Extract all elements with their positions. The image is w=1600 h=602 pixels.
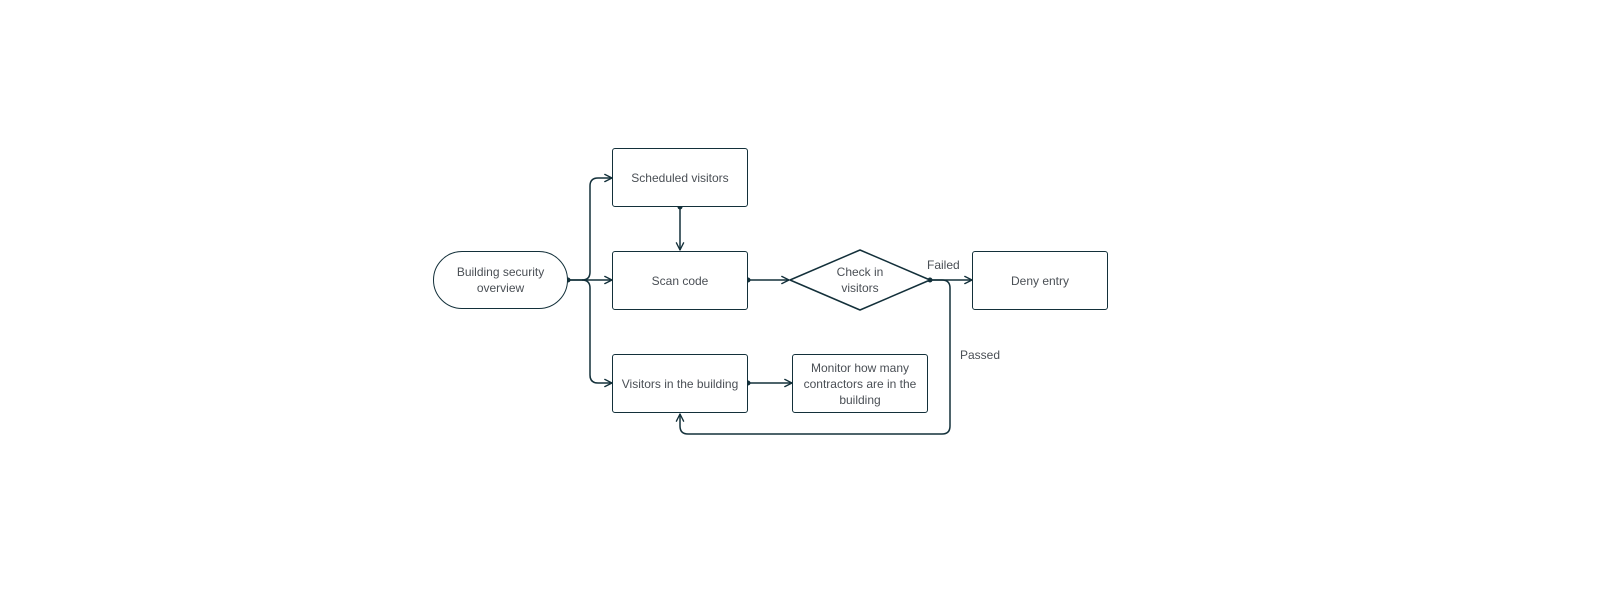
- node-check-in-visitors[interactable]: Check in visitors: [818, 264, 902, 296]
- node-visitors-in-building-label: Visitors in the building: [621, 376, 739, 391]
- check-in-decision-shape: [789, 249, 931, 311]
- node-deny-entry[interactable]: Deny entry: [972, 251, 1108, 310]
- node-building-security-overview-label: Building security overview: [456, 265, 545, 295]
- edge-label-failed: Failed: [927, 258, 960, 272]
- edge-label-passed: Passed: [960, 348, 1001, 362]
- node-scan-code[interactable]: Scan code: [612, 251, 748, 310]
- node-building-security-overview[interactable]: Building security overview: [433, 251, 568, 309]
- edge-check-to-visitors: [675, 279, 951, 435]
- node-monitor-contractors[interactable]: Monitor how many contractors are in the …: [792, 354, 928, 413]
- edge-start-to-visitors: [581, 279, 613, 388]
- node-scheduled-visitors-label: Scheduled visitors: [631, 170, 729, 185]
- node-scheduled-visitors[interactable]: Scheduled visitors: [612, 148, 748, 207]
- node-scan-code-label: Scan code: [651, 273, 709, 288]
- node-deny-entry-label: Deny entry: [1010, 273, 1070, 288]
- node-visitors-in-building[interactable]: Visitors in the building: [612, 354, 748, 413]
- node-check-in-visitors-label: Check in visitors: [836, 265, 884, 295]
- node-monitor-contractors-label: Monitor how many contractors are in the …: [803, 360, 917, 407]
- edge-start-to-scheduled: [568, 173, 613, 281]
